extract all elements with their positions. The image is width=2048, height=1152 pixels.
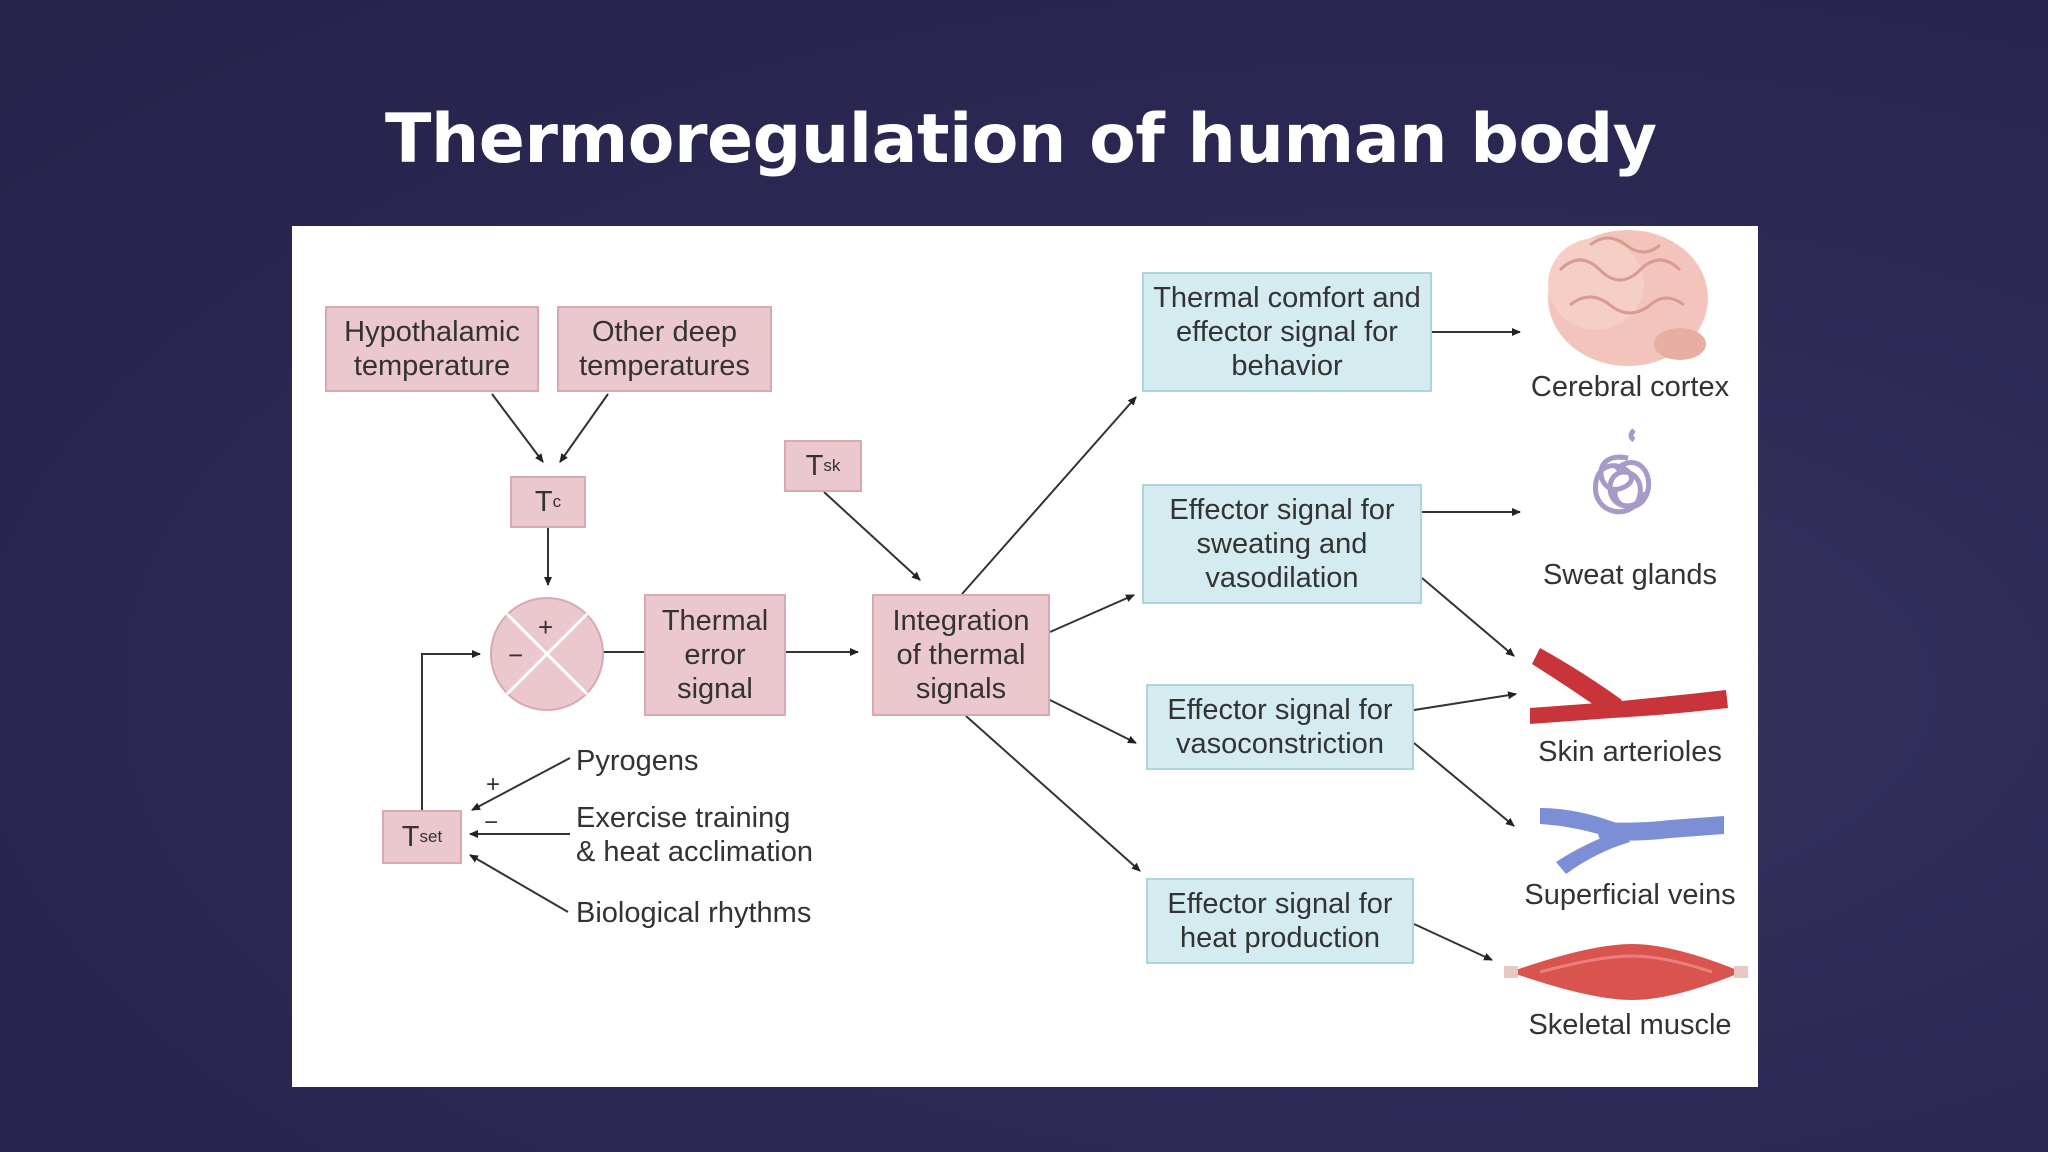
arrow-heatproduction-to-muscle: [1413, 923, 1493, 961]
arrow-vasoconstriction-to-arterioles: [1413, 691, 1517, 711]
other-deep-temperatures-box: Other deep temperatures: [557, 306, 772, 392]
arrow-integration-to-heatproduction: [965, 715, 1141, 872]
arrow-integration-to-comfort: [961, 396, 1137, 595]
pyrogens-label: Pyrogens: [576, 745, 699, 777]
skeletal-muscle-icon: [1504, 944, 1748, 1000]
arrow-hypothalamic-to-tc: [491, 393, 544, 463]
comparator-plus-sign: +: [538, 612, 554, 642]
skeletal-muscle-label: Skeletal muscle: [1528, 1009, 1732, 1041]
exercise-training-label: Exercise training & heat acclimation: [576, 802, 813, 868]
superficial-vein-icon: [1540, 808, 1724, 874]
tc-main: T: [534, 486, 553, 518]
brain-icon: [1548, 230, 1708, 366]
integration-box: Integration of thermal signals: [872, 594, 1050, 716]
vasoconstriction-box: Effector signal for vasoconstriction: [1146, 684, 1414, 770]
comparator-circle: [490, 597, 604, 711]
skin-arteriole-icon: [1530, 648, 1728, 724]
cerebral-cortex-label: Cerebral cortex: [1530, 371, 1730, 403]
superficial-veins-label: Superficial veins: [1524, 879, 1736, 911]
tc-sub: c: [552, 492, 562, 511]
tset-main: T: [401, 821, 420, 853]
arrow-pyrogens-to-tset: [471, 757, 571, 811]
arrow-vasoconstriction-to-veins: [1413, 742, 1515, 827]
biological-rhythms-label: Biological rhythms: [576, 897, 812, 929]
arrow-rhythms-to-tset: [469, 854, 569, 913]
arrow-integration-to-sweating: [1049, 594, 1135, 633]
sweating-vasodilation-box: Effector signal for sweating and vasodil…: [1142, 484, 1422, 604]
arrow-tset-to-comparator: [421, 650, 481, 812]
tset-sub: set: [419, 827, 443, 846]
heat-production-box: Effector signal for heat production: [1146, 878, 1414, 964]
arrow-tsk-to-integration: [823, 491, 921, 581]
arrow-otherdeep-to-tc: [559, 393, 609, 463]
tsk-main: T: [805, 450, 824, 482]
comparator-minus-sign: −: [508, 640, 524, 670]
exercise-minus-sign: −: [484, 809, 499, 836]
skin-arterioles-label: Skin arterioles: [1538, 736, 1722, 768]
slide-title: Thermoregulation of human body: [385, 100, 1657, 179]
thermal-error-signal-box: Thermal error signal: [644, 594, 786, 716]
sweat-gland-icon: [1593, 428, 1652, 515]
arrow-sweating-to-arterioles: [1421, 577, 1515, 657]
hypothalamic-temperature-box: Hypothalamic temperature: [325, 306, 539, 392]
tsk-sub: sk: [823, 456, 841, 475]
pyrogens-plus-sign: +: [486, 771, 501, 798]
arrow-integration-to-vasoconstriction: [1049, 699, 1137, 744]
sweat-glands-label: Sweat glands: [1542, 559, 1718, 591]
thermal-comfort-box: Thermal comfort and effector signal for …: [1142, 272, 1432, 392]
